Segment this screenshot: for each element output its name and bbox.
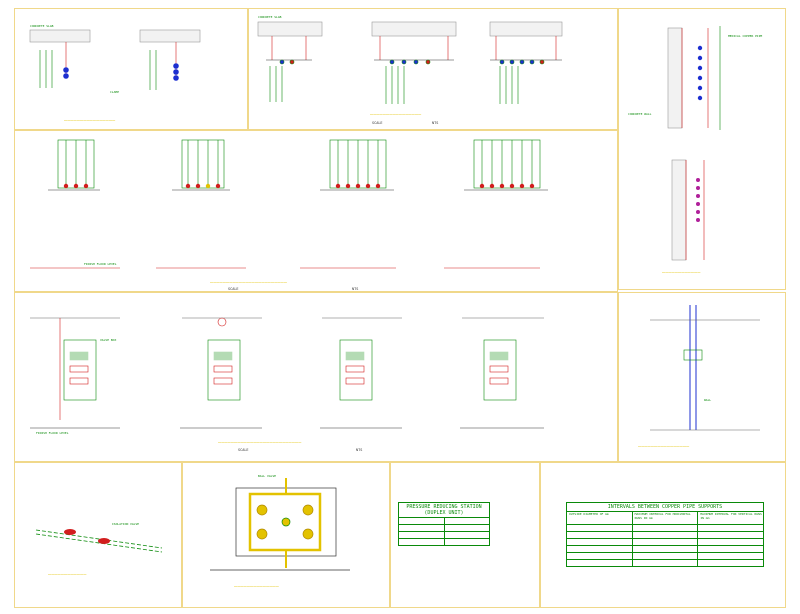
isolation-valve-detail — [35, 529, 163, 553]
valve-box-1 — [30, 317, 120, 429]
table-header: MAXIMUM INTERVAL FOR HORIZONTAL RUNS IN … — [633, 512, 699, 524]
label-ball-valve: BALL VALVE — [258, 474, 277, 478]
slab-hanger-1 — [257, 21, 323, 102]
panel-top-middle — [248, 8, 618, 130]
intervals-table: INTERVALS BETWEEN COPPER PIPE SUPPORTS O… — [566, 502, 764, 567]
hanger-detail-1 — [29, 29, 91, 88]
valve-box-3 — [320, 317, 402, 429]
scale-label-row2: SCALE — [228, 287, 239, 291]
panel-top-right — [618, 8, 786, 290]
caption-top-middle: ———————————————— — [370, 112, 422, 118]
nts-label-row3: NTS — [356, 448, 363, 452]
label-concrete-wall: CONCRETE WALL — [628, 112, 652, 116]
label-valve-box: VALVE BOX — [100, 338, 117, 342]
panel-bottom-1 — [14, 462, 182, 608]
caption-top-left: ———————————————— — [64, 118, 116, 124]
label-finish-floor: FINISH FLOOR LEVEL — [84, 262, 117, 266]
floor-pipe-3 — [300, 139, 396, 269]
panel-row3 — [14, 292, 618, 462]
hanger-detail-2 — [139, 29, 201, 90]
valve-box-4 — [460, 317, 544, 429]
label-isolation-valve: ISOLATION VALVE — [112, 522, 140, 526]
nts-label-row2: NTS — [352, 287, 359, 291]
label-finish-floor-2: FINISH FLOOR LEVEL — [36, 431, 69, 435]
table-header: MAXIMUM INTERVAL FOR VERTICAL RUNS IN mm — [700, 512, 762, 520]
floor-pipe-2 — [156, 139, 246, 269]
label-concrete-slab: CONCRETE SLAB — [30, 24, 54, 28]
slab-hanger-3 — [489, 21, 563, 104]
panel-top-left — [14, 8, 248, 130]
pressure-station-table: PRESSURE REDUCING STATION (DUPLEX UNIT) — [398, 502, 490, 546]
scale-label-row3: SCALE — [238, 448, 249, 452]
pressure-station-title: PRESSURE REDUCING STATION (DUPLEX UNIT) — [399, 503, 489, 518]
panel-row2 — [14, 130, 618, 292]
wall-pipes-1 — [667, 26, 721, 130]
slab-hanger-2 — [371, 21, 457, 104]
intervals-table-title: INTERVALS BETWEEN COPPER PIPE SUPPORTS — [567, 503, 763, 512]
scale-label: SCALE — [372, 121, 383, 125]
table-header: OUTSIDE DIAMETER OF mm — [567, 512, 633, 524]
panel-bottom-3 — [390, 462, 540, 608]
vertical-riser — [650, 305, 760, 431]
wall-pipes-2 — [671, 159, 705, 261]
floor-pipe-1 — [30, 139, 120, 269]
label-wall: WALL — [704, 398, 712, 402]
panel-bottom-2 — [182, 462, 390, 608]
caption-top-right: ———————————— — [662, 270, 701, 276]
valve-box-2 — [180, 317, 262, 429]
pressure-station-plan — [210, 478, 350, 571]
nts-label: NTS — [432, 121, 439, 125]
caption-row2: ———————————————————————— — [210, 280, 288, 286]
panel-bottom-4 — [540, 462, 786, 608]
caption-bottom-1: ———————————— — [48, 572, 87, 578]
caption-bottom-2: —————————————— — [234, 584, 279, 590]
caption-row3: —————————————————————————— — [218, 440, 302, 446]
label-clamp: CLAMP — [110, 90, 120, 94]
label-concrete-slab-2: CONCRETE SLAB — [258, 15, 282, 19]
panel-row3-right — [618, 292, 786, 462]
label-copper-pipe: MEDICAL COPPER PIPE — [728, 34, 763, 38]
caption-row3-right: ———————————————— — [638, 444, 690, 450]
floor-pipe-4 — [444, 139, 548, 269]
